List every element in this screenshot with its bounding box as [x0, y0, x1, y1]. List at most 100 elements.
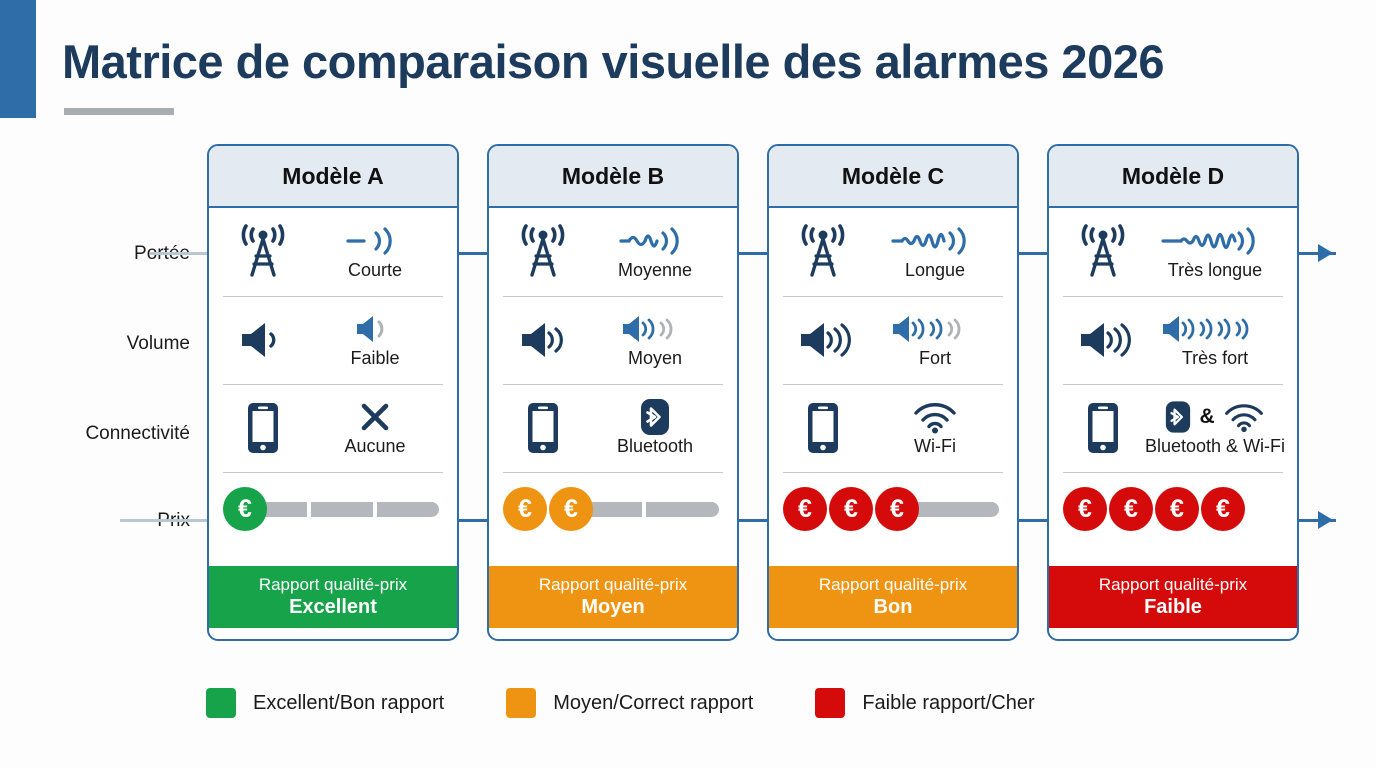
flow-arrow-portee — [1318, 244, 1333, 262]
cross-icon — [358, 399, 392, 435]
row-connector-portee — [150, 252, 210, 255]
spec-row-prix-a: € — [209, 472, 457, 546]
card-body-a: Courte Faible — [209, 208, 457, 546]
range-glyph-a — [342, 223, 408, 259]
price-coins-d: € € € € — [1063, 487, 1247, 531]
euro-coin: € — [783, 487, 827, 531]
connectivite-value-c: Wi-Fi — [914, 436, 956, 457]
connectivite-value-b: Bluetooth — [616, 436, 694, 457]
title-underline — [64, 108, 174, 115]
range-glyph-d — [1161, 223, 1269, 259]
verdict-band-b: Rapport qualité-prix Moyen — [489, 566, 737, 628]
price-coins-b: € € — [503, 487, 595, 531]
spec-row-portee-d: Très longue — [1049, 208, 1297, 296]
euro-coin: € — [1063, 487, 1107, 531]
verdict-label-d: Rapport qualité-prix — [1098, 574, 1248, 594]
card-body-b: Moyenne — [489, 208, 737, 546]
verdict-band-c: Rapport qualité-prix Bon — [769, 566, 1017, 628]
flow-line-prix-ab — [458, 519, 490, 522]
ampersand-separator: & — [1199, 405, 1215, 429]
price-track-a: € — [223, 486, 443, 532]
legend-item-moyen: Moyen/Correct rapport — [506, 688, 753, 718]
verdict-value-c: Bon — [873, 596, 913, 619]
range-glyph-b — [617, 223, 693, 259]
price-coins-a: € — [223, 487, 269, 531]
price-track-b: € € — [503, 486, 723, 532]
spec-row-volume-b: Moyen — [489, 296, 737, 384]
volume-glyph-d — [1159, 311, 1271, 347]
euro-coin: € — [875, 487, 919, 531]
legend: Excellent/Bon rapport Moyen/Correct rapp… — [206, 688, 1097, 718]
spec-row-portee-a: Courte — [209, 208, 457, 296]
spec-row-prix-b: € € — [489, 472, 737, 546]
spec-row-connectivite-b: Bluetooth — [489, 384, 737, 472]
bluetooth-wifi-icon: & — [1165, 399, 1264, 435]
model-card-b[interactable]: Modèle B — [487, 144, 739, 641]
speaker-icon — [781, 317, 865, 363]
card-header-b: Modèle B — [489, 146, 737, 208]
bluetooth-icon — [640, 399, 670, 436]
price-track-d: € € € € — [1063, 486, 1283, 532]
verdict-label-b: Rapport qualité-prix — [538, 574, 688, 594]
model-card-c[interactable]: Modèle C — [767, 144, 1019, 641]
portee-value-d: Très longue — [1167, 260, 1263, 281]
volume-glyph-a — [353, 311, 397, 347]
model-card-d[interactable]: Modèle D — [1047, 144, 1299, 641]
volume-value-a: Faible — [350, 348, 400, 369]
portee-value-b: Moyenne — [617, 260, 693, 281]
euro-coin: € — [549, 487, 593, 531]
smartphone-icon — [501, 401, 585, 455]
card-title-d: Modèle D — [1121, 162, 1225, 189]
portee-value-a: Courte — [347, 260, 403, 281]
verdict-label-a: Rapport qualité-prix — [258, 574, 408, 594]
verdict-label-c: Rapport qualité-prix — [818, 574, 968, 594]
legend-label-moyen: Moyen/Correct rapport — [553, 691, 754, 714]
euro-coin: € — [1109, 487, 1153, 531]
verdict-value-d: Faible — [1144, 596, 1202, 619]
volume-value-b: Moyen — [627, 348, 683, 369]
verdict-band-d: Rapport qualité-prix Faible — [1049, 566, 1297, 628]
card-body-c: Longue — [769, 208, 1017, 546]
smartphone-icon — [221, 401, 305, 455]
wifi-icon — [912, 399, 958, 435]
volume-glyph-c — [889, 311, 981, 347]
tower-icon — [221, 224, 305, 279]
header-accent-bar — [0, 0, 36, 118]
price-empty-bar-c — [895, 501, 999, 517]
flow-line-portee-ab — [458, 252, 490, 255]
speaker-icon — [1061, 317, 1145, 363]
legend-swatch-orange — [506, 688, 537, 718]
tower-icon — [1061, 224, 1145, 279]
spec-row-portee-c: Longue — [769, 208, 1017, 296]
card-header-d: Modèle D — [1049, 146, 1297, 208]
spec-row-connectivite-a: Aucune — [209, 384, 457, 472]
spec-row-volume-c: Fort — [769, 296, 1017, 384]
card-title-b: Modèle B — [561, 162, 665, 189]
smartphone-icon — [1061, 401, 1145, 455]
verdict-value-b: Moyen — [581, 596, 645, 619]
spec-row-volume-a: Faible — [209, 296, 457, 384]
legend-swatch-green — [206, 688, 236, 718]
volume-value-d: Très fort — [1181, 348, 1249, 369]
verdict-value-a: Excellent — [289, 596, 377, 619]
model-card-a[interactable]: Modèle A — [207, 144, 459, 641]
spec-row-connectivite-c: Wi-Fi — [769, 384, 1017, 472]
euro-coin: € — [1201, 487, 1245, 531]
flow-line-prix-bc — [738, 519, 770, 522]
spec-row-prix-c: € € € — [769, 472, 1017, 546]
spec-row-volume-d: Très fort — [1049, 296, 1297, 384]
legend-swatch-red — [815, 688, 846, 718]
row-connector-prix — [120, 519, 210, 522]
volume-value-c: Fort — [918, 348, 951, 369]
euro-coin: € — [223, 487, 267, 531]
volume-glyph-b — [619, 311, 691, 347]
spec-row-prix-d: € € € € — [1049, 472, 1297, 546]
legend-label-excellent: Excellent/Bon rapport — [253, 691, 445, 714]
card-title-c: Modèle C — [841, 162, 945, 189]
tower-icon — [781, 224, 865, 279]
price-track-c: € € € — [783, 486, 1003, 532]
card-header-a: Modèle A — [209, 146, 457, 208]
smartphone-icon — [781, 401, 865, 455]
flow-line-portee-out — [1298, 252, 1336, 255]
